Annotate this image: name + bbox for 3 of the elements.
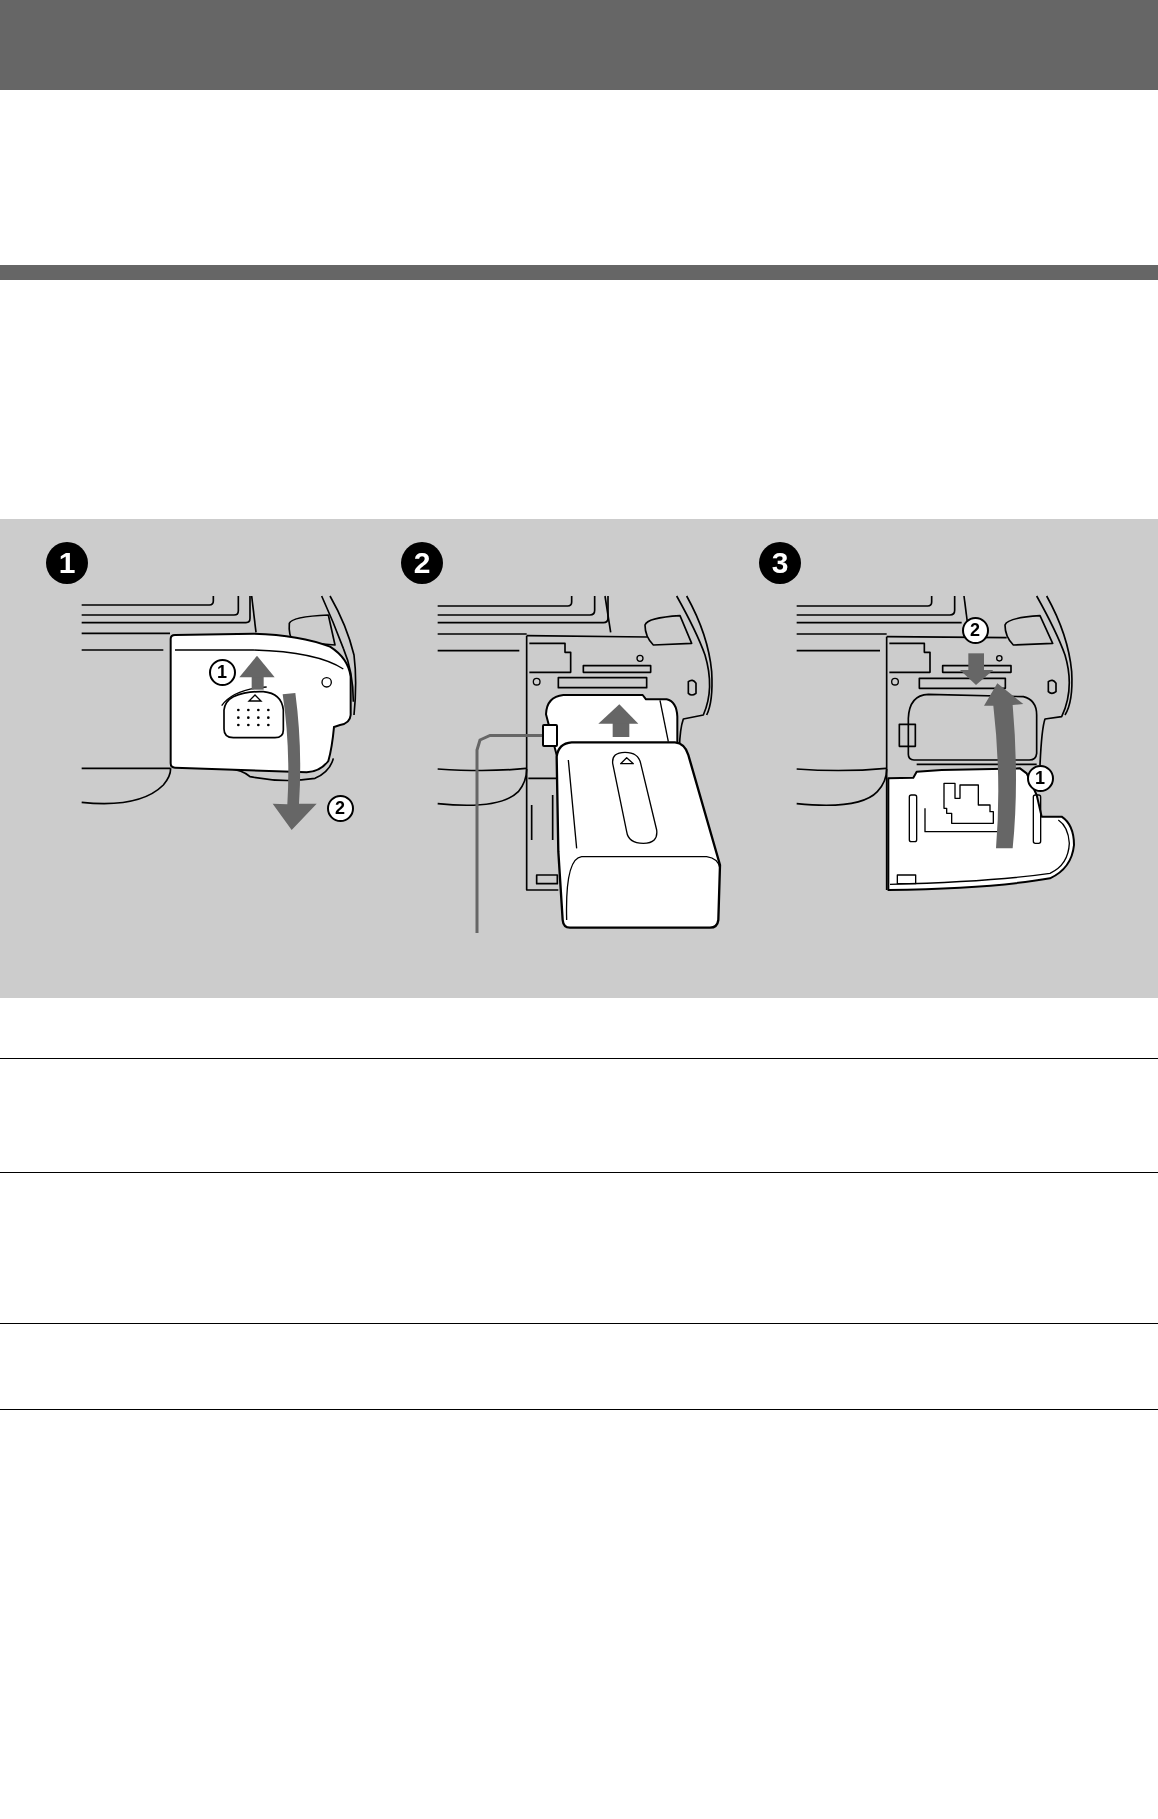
latch-tab: [542, 724, 558, 747]
section-bar: [0, 265, 1158, 280]
leader-line: [475, 734, 542, 933]
